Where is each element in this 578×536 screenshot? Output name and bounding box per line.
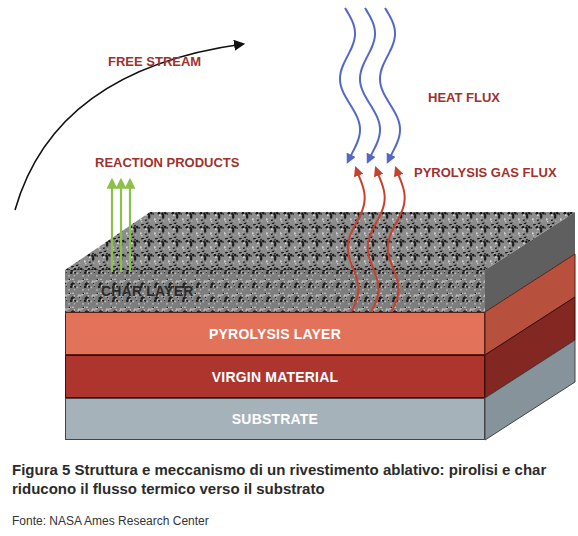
reaction-products-arrow bbox=[111, 180, 113, 272]
figure-caption: Figura 5 Struttura e meccanismo di un ri… bbox=[12, 460, 557, 498]
virgin-material-band: VIRGIN MATERIAL bbox=[65, 355, 485, 398]
flow-label: PYROLYSIS GAS FLUX bbox=[414, 165, 557, 180]
layer-label: VIRGIN MATERIAL bbox=[212, 369, 338, 385]
flow-label: FREE STREAM bbox=[108, 54, 201, 69]
pyrolysis-gas-arrow bbox=[348, 168, 365, 314]
flow-label: HEAT FLUX bbox=[428, 90, 500, 105]
layer-label: PYROLYSIS LAYER bbox=[209, 326, 341, 342]
heat-flux-arrow bbox=[380, 8, 400, 162]
reaction-products-arrow bbox=[129, 180, 131, 272]
pyrolysis-layer-band: PYROLYSIS LAYER bbox=[65, 312, 485, 355]
layer-label: CHAR LAYER bbox=[101, 283, 194, 299]
substrate-band: SUBSTRATE bbox=[65, 398, 485, 440]
source-note: Fonte: NASA Ames Research Center bbox=[12, 514, 209, 528]
char-layer-band: CHAR LAYER bbox=[65, 270, 485, 312]
flow-label: REACTION PRODUCTS bbox=[95, 155, 239, 170]
pyrolysis-gas-arrow bbox=[388, 168, 405, 314]
reaction-products-arrow bbox=[120, 180, 122, 272]
pyrolysis-gas-arrow bbox=[368, 168, 385, 314]
char-top-face bbox=[65, 212, 575, 270]
char-front-face bbox=[65, 270, 485, 312]
heat-flux-arrow bbox=[340, 8, 360, 162]
substrate-side bbox=[485, 340, 575, 440]
heat-flux-arrow bbox=[360, 8, 380, 162]
layer-label: SUBSTRATE bbox=[232, 411, 318, 427]
